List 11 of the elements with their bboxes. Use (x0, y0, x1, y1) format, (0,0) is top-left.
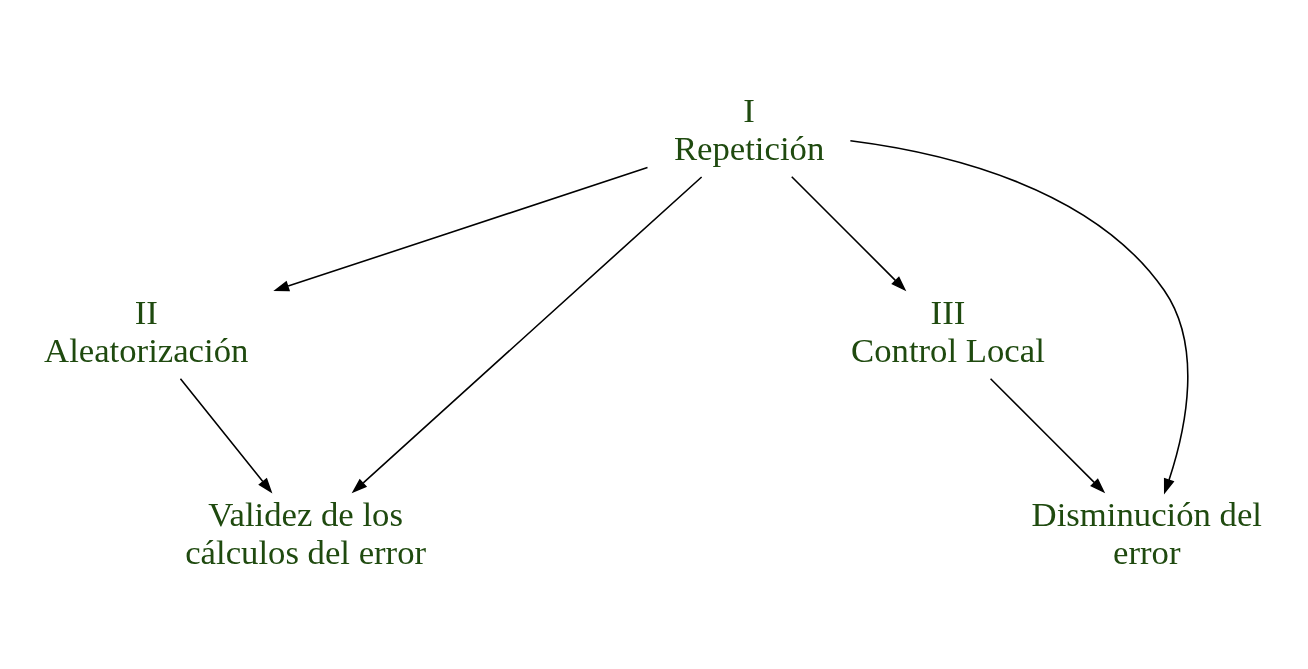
node-text: III Control Local (851, 293, 1045, 371)
node-text: Validez de los cálculos del error (185, 495, 427, 573)
node-text: II Aleatorización (44, 293, 249, 371)
node-text: I Repetición (673, 91, 825, 169)
arrow (989, 377, 1106, 494)
arrow (790, 175, 907, 292)
arrow (351, 176, 703, 494)
arrow (179, 377, 273, 494)
node-text: Disminución del error (1031, 495, 1262, 573)
arrow (849, 139, 1189, 495)
arrow (273, 166, 649, 292)
